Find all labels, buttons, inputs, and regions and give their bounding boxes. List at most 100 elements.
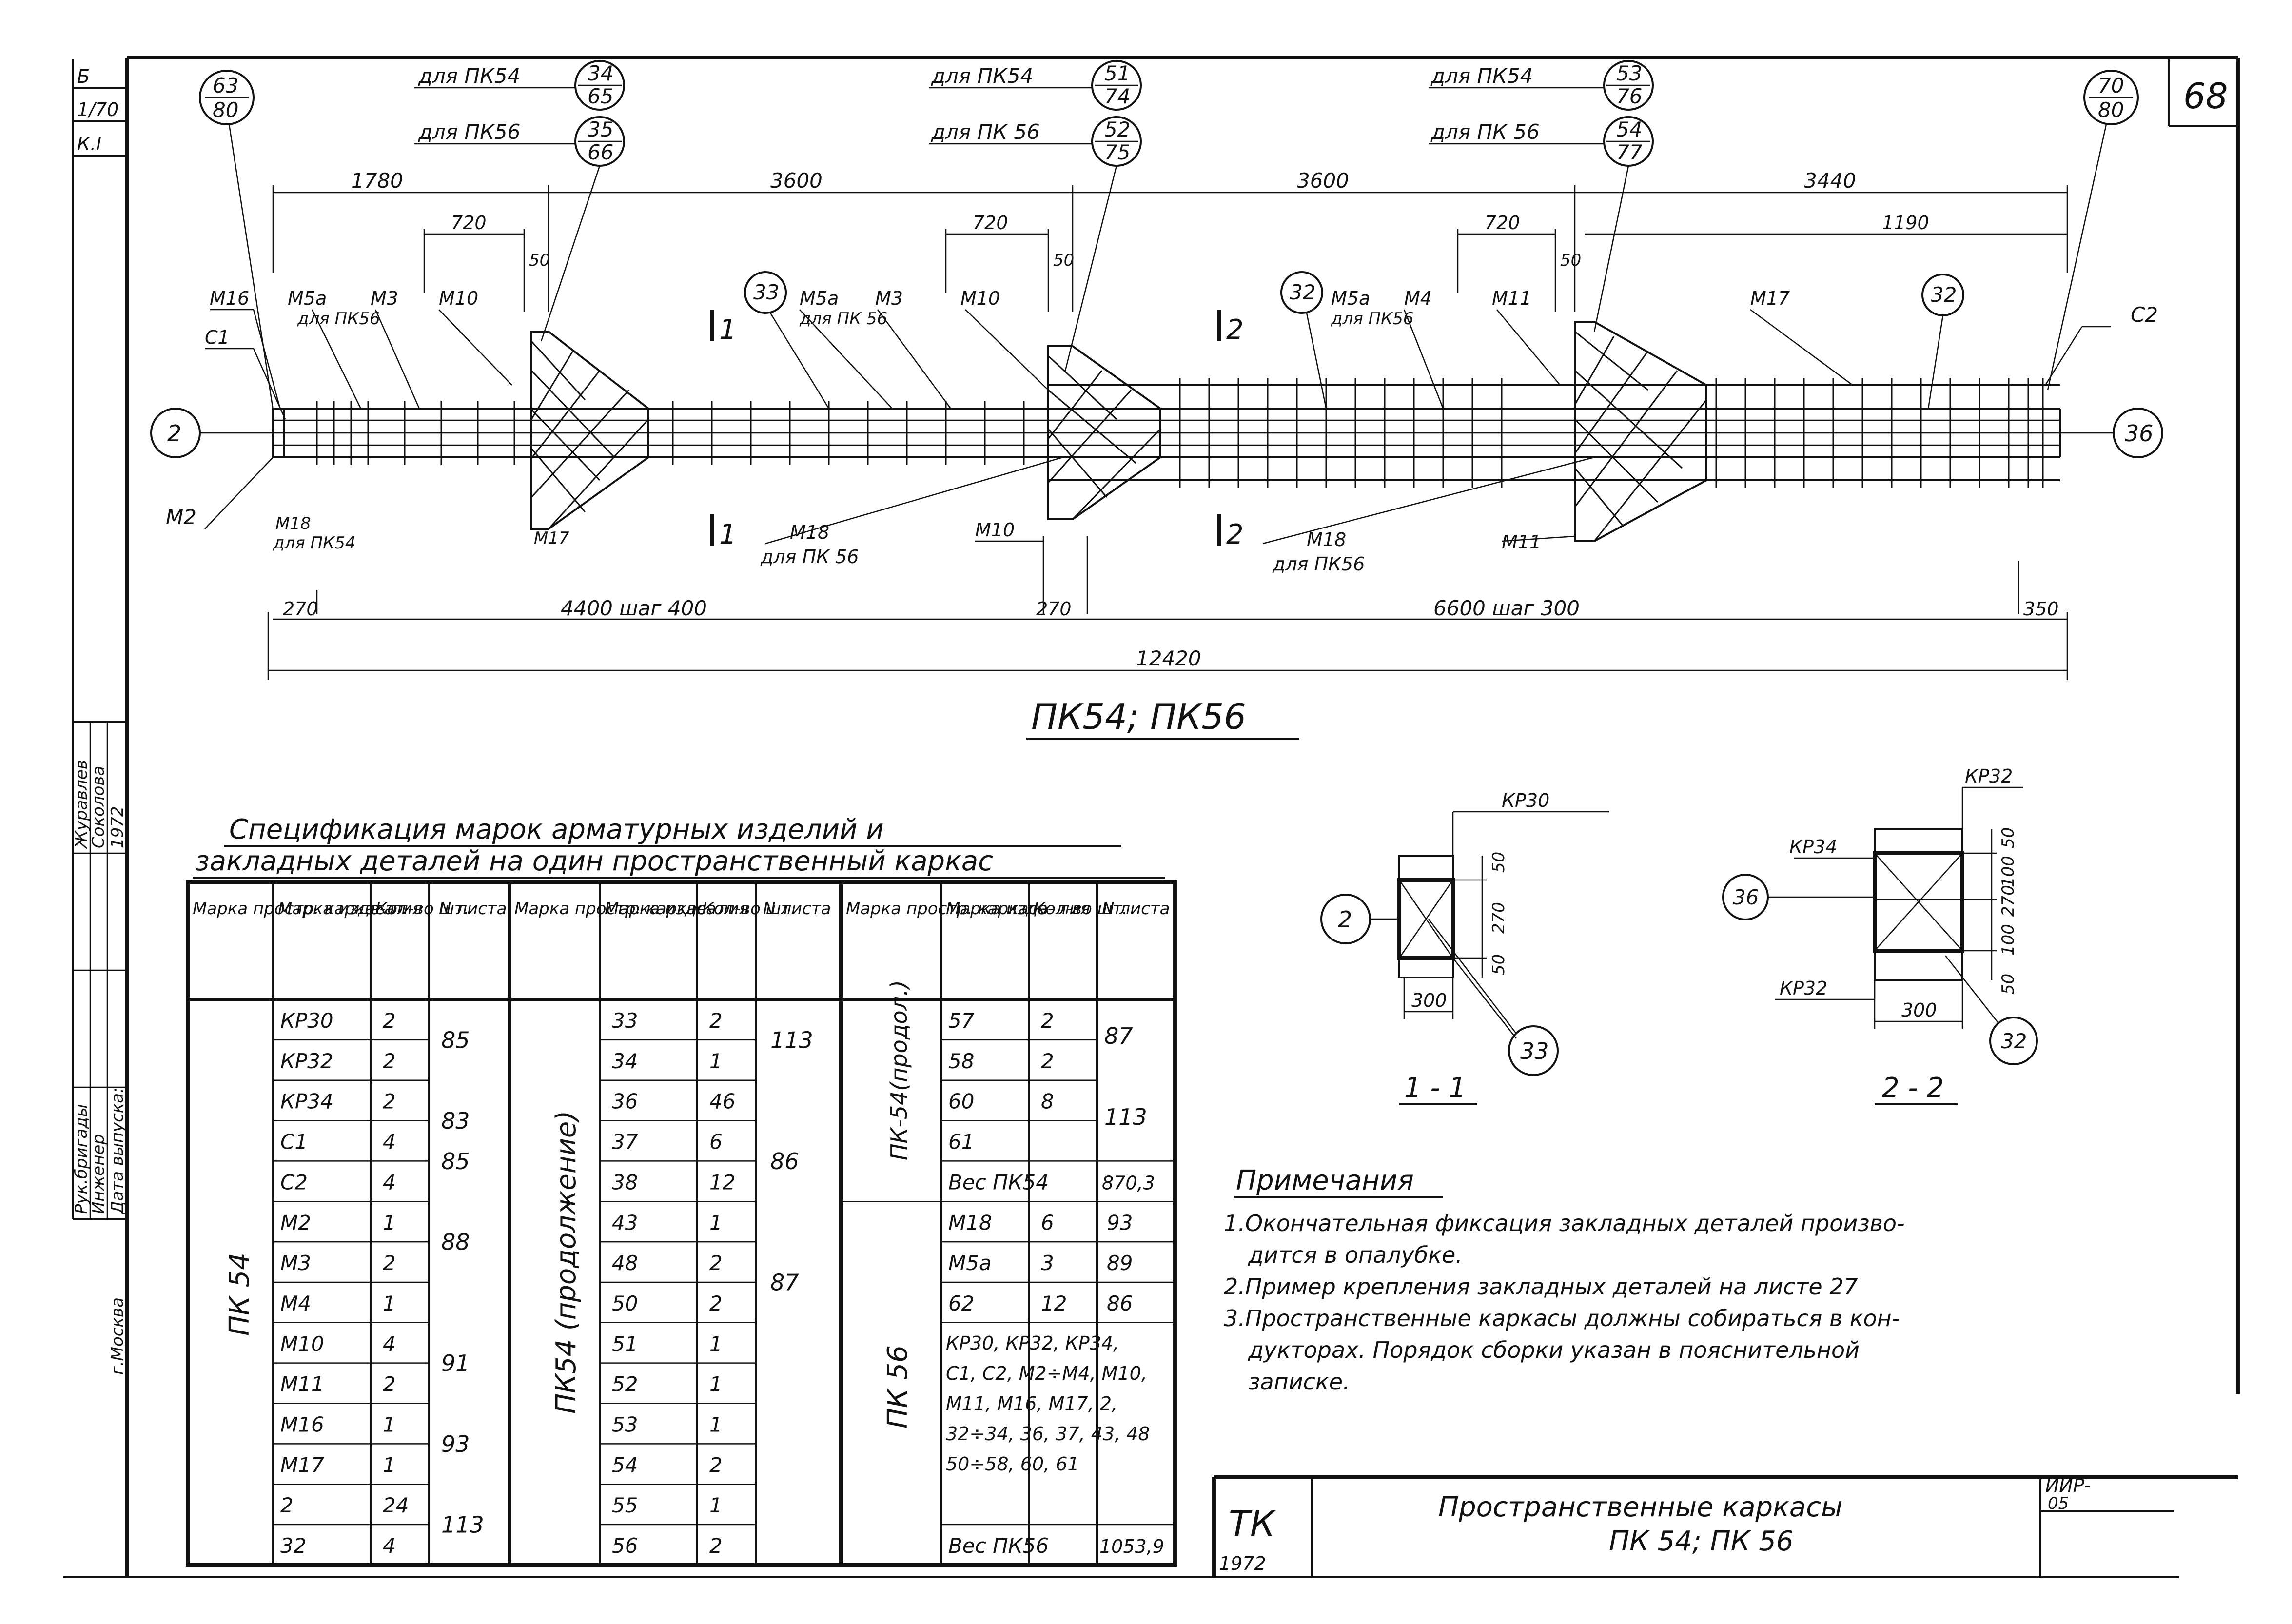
- hdr-1a: Марка простр. каркаса: [193, 899, 394, 919]
- haunch-2: [1047, 345, 1161, 520]
- stamp-name-2: Соколова: [89, 766, 108, 848]
- label-m10-2: М10: [960, 288, 1000, 309]
- label-for-pk56-1: для ПК56: [297, 309, 380, 329]
- margin-stamp: [72, 59, 127, 1220]
- group1-cell-qty: 2: [383, 1009, 396, 1033]
- group3-pk56-note-line: С1, С2, М2÷М4, М10,: [946, 1363, 1147, 1384]
- group2-cell-sheet: 113: [770, 1027, 813, 1053]
- dim-sub-6: 50: [1560, 251, 1581, 270]
- dim-sub-4: 50: [1053, 251, 1074, 270]
- dim-sub-1: 720: [451, 212, 487, 234]
- bubble-top-2b: 65: [588, 84, 613, 108]
- label-m18-3: М18: [1307, 529, 1346, 550]
- label-m18-2: М18: [790, 522, 829, 543]
- dim-bottom-1: 270: [283, 598, 318, 620]
- group2-cell-qty: 1: [709, 1413, 723, 1437]
- group3-cell-mark: М18: [948, 1211, 992, 1234]
- group2-cell-qty: 12: [709, 1170, 735, 1194]
- section-2-2: [1722, 786, 2038, 1105]
- elevation-title: ПК54; ПК56: [1031, 696, 1246, 737]
- bubble-top-7a: 54: [1616, 117, 1642, 141]
- group1-cell-mark: М10: [280, 1332, 324, 1356]
- hdr-2a: Марка простр. каркаса: [514, 899, 716, 919]
- bubble-top-3b: 66: [588, 140, 613, 164]
- group3-weight-pk54: 870,3: [1102, 1172, 1155, 1194]
- group1-name: ПК 54: [224, 1252, 255, 1336]
- bubble-top-8b: 80: [2098, 98, 2124, 122]
- group3-cell-mark: 57: [948, 1009, 975, 1033]
- group2-cell-sheet: 87: [770, 1270, 799, 1296]
- title-block: [1212, 1475, 2238, 1577]
- bubble-top-5a: 52: [1104, 117, 1130, 141]
- group1-cell-mark: М4: [280, 1291, 311, 1315]
- group1-cell-sheet: 85: [441, 1027, 470, 1053]
- group2-cell-mark: 34: [612, 1049, 638, 1073]
- hdr-1c: Кол-во шт.: [375, 899, 469, 919]
- group3-cell-mark: 60: [948, 1090, 974, 1114]
- bubble-top-4b: 74: [1104, 84, 1130, 108]
- s11-dim-h: 270: [1489, 902, 1508, 934]
- hdr-3b: Марка изде- лия: [946, 899, 1090, 919]
- label-m4: М4: [1404, 288, 1432, 309]
- label-m5a-2: М5а: [800, 288, 839, 309]
- group2-cell-mark: 38: [612, 1170, 638, 1194]
- group1-cell-mark: КР34: [280, 1090, 333, 1114]
- group1-cell-mark: М16: [280, 1413, 324, 1437]
- spec-headers: Марка простр. каркаса Марка изде- лия Ко…: [193, 899, 1170, 919]
- group2-cell-qty: 2: [709, 1453, 723, 1477]
- group2-cell-qty: 46: [709, 1090, 735, 1114]
- s11-dim-bottom: 50: [1489, 954, 1508, 975]
- leader-lines: [204, 309, 2111, 545]
- label-for-pk56-5: для ПК56: [1272, 553, 1365, 575]
- label-for-pk56-4: для ПК 56: [760, 546, 859, 567]
- group2-cell-mark: 50: [612, 1291, 638, 1315]
- group3-cell-qty: 3: [1041, 1251, 1054, 1275]
- stirrups-span-1: [316, 401, 1025, 465]
- bubble-top-2a: 34: [588, 61, 613, 85]
- page-number: 68: [2183, 76, 2228, 117]
- group2-cell-mark: 37: [612, 1130, 638, 1154]
- margin-code-2: 1/70: [77, 99, 118, 120]
- hdr-2b: Марка изде- лия: [605, 899, 749, 919]
- label-m18-1: М18: [275, 514, 311, 533]
- group3-weight-pk56-label: Вес ПК56: [948, 1534, 1049, 1558]
- s22-dim-r2: 100: [1998, 856, 2018, 887]
- group3-cell-mark: 62: [948, 1291, 974, 1315]
- group1-cell-qty: 24: [383, 1493, 409, 1517]
- group2-cell-qty: 1: [709, 1372, 723, 1396]
- cut-1-bottom: 1: [719, 519, 737, 550]
- bubble-mid-2: 32: [1290, 280, 1315, 304]
- bubble-top-2-note: для ПК54: [418, 64, 520, 88]
- group1-cell-qty: 2: [383, 1372, 396, 1396]
- spec-title-1: Спецификация марок арматурных изделий и: [229, 814, 884, 845]
- group3-cell-sheet: 87: [1104, 1023, 1133, 1049]
- bubbles-top: [199, 60, 2139, 410]
- group1-cell-sheet: 93: [441, 1431, 470, 1457]
- group1-cell-mark: 32: [280, 1534, 306, 1558]
- group3-cell-qty: 6: [1041, 1211, 1054, 1234]
- hdr-3c: Кол-во шт.: [1034, 899, 1127, 919]
- hdr-2d: N листа: [763, 899, 831, 919]
- bubble-top-3-note: для ПК56: [418, 120, 520, 144]
- group3-cell-qty: 2: [1041, 1009, 1054, 1033]
- label-m10-1: М10: [439, 288, 478, 309]
- group1-cell-qty: 4: [383, 1170, 396, 1194]
- group2-cell-qty: 1: [709, 1332, 723, 1356]
- hdr-3a: Марка простр. каркаса: [846, 899, 1048, 919]
- margin-code-3: К.I: [77, 133, 101, 155]
- dim-top-1: 1780: [351, 169, 403, 193]
- note-line-3: 2.Пример крепления закладных деталей на …: [1224, 1273, 1858, 1300]
- group2-cell-qty: 2: [709, 1534, 723, 1558]
- group1-cell-qty: 1: [383, 1211, 396, 1234]
- label-m5a-3: М5а: [1331, 288, 1370, 309]
- group2-cell-mark: 53: [612, 1413, 638, 1437]
- group1-cell-sheet: 85: [441, 1148, 470, 1174]
- group1-cell-sheet: 91: [441, 1350, 470, 1376]
- group2-cell-qty: 1: [709, 1211, 723, 1234]
- stamp-role-1: Рук.бригады: [72, 1104, 91, 1214]
- title-block-logo: ТК: [1229, 1503, 1276, 1544]
- group3-cell-sheet: 93: [1107, 1211, 1133, 1234]
- bubbles-elevation: [150, 271, 2163, 458]
- s11-dim-w: 300: [1411, 990, 1447, 1011]
- group1-cell-sheet: 113: [441, 1512, 484, 1538]
